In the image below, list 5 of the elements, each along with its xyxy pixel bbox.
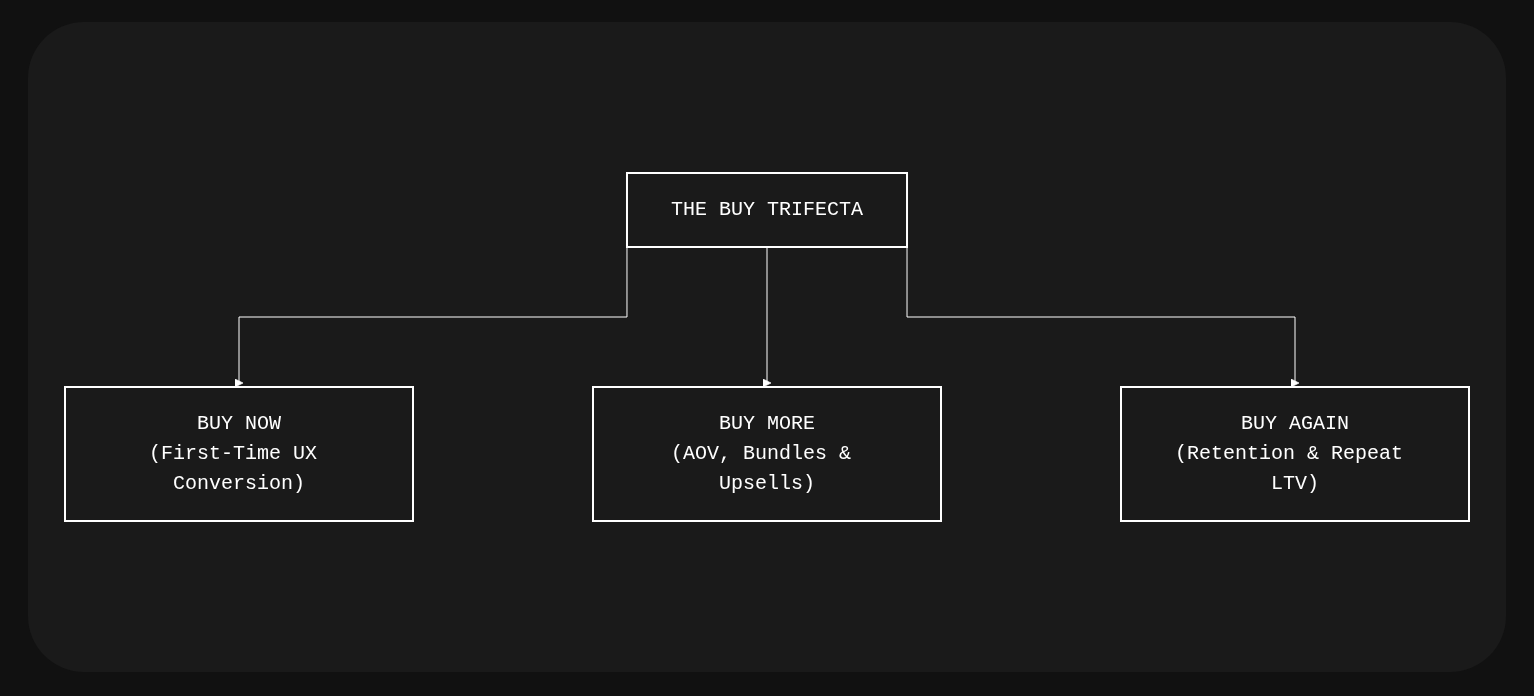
- node-box: BUY NOW (First-Time UX Conversion): [64, 386, 414, 522]
- node-box: THE BUY TRIFECTA: [626, 172, 908, 248]
- arrow: [762, 246, 772, 388]
- node-box: BUY AGAIN (Retention & Repeat LTV): [1120, 386, 1470, 522]
- node-box: BUY MORE (AOV, Bundles & Upsells): [592, 386, 942, 522]
